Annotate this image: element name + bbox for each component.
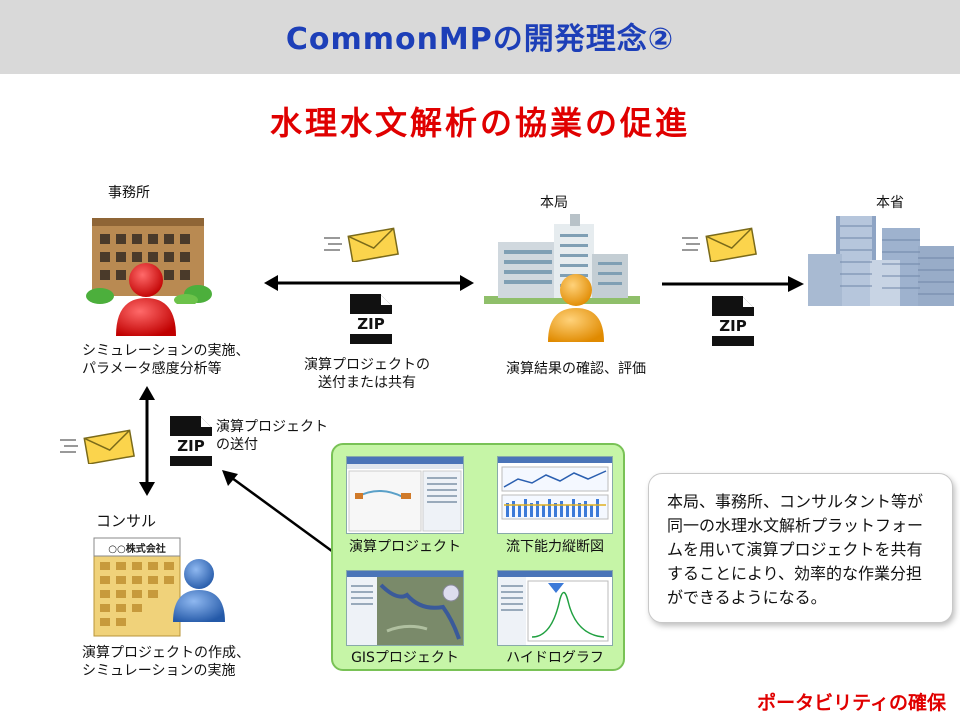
screenshot-flow-capacity xyxy=(497,456,613,534)
page-subtitle: 水理水文解析の協業の促進 xyxy=(269,104,690,142)
screenshot-label-flow-capacity: 流下能力縦断図 xyxy=(506,539,604,555)
callout-line-1: 本局、事務所、コンサルタント等が xyxy=(667,492,924,511)
zip-file-icon xyxy=(348,294,394,344)
exchange-center-line2: 送付または共有 xyxy=(318,375,416,391)
screenshot-label-hydrograph: ハイドログラフ xyxy=(506,650,604,666)
double-arrow-horizontal xyxy=(264,275,474,291)
company-sign: ○○株式会社 xyxy=(108,544,166,555)
consultant-building-icon xyxy=(93,537,181,637)
flow-capacity-thumbnail xyxy=(498,457,612,520)
jimusho-desc-line2: パラメータ感度分析等 xyxy=(82,361,222,377)
zip-file-icon xyxy=(168,416,214,466)
exchange-center-line1: 演算プロジェクトの xyxy=(304,357,430,373)
honkyoku-desc: 演算結果の確認、評価 xyxy=(506,361,646,377)
screenshot-hydrograph xyxy=(497,570,613,646)
zip-label: ZIP xyxy=(177,437,205,455)
ministry-buildings-icon xyxy=(808,216,954,306)
person-blue-icon xyxy=(173,559,225,622)
zip-label: ZIP xyxy=(357,315,385,333)
mail-envelope-icon xyxy=(682,227,757,262)
page-title: CommonMPの開発理念② xyxy=(285,22,675,57)
calc-project-thumbnail xyxy=(347,457,463,532)
double-arrow-vertical xyxy=(139,386,155,496)
honkyoku-label: 本局 xyxy=(540,195,568,211)
jimusho-label: 事務所 xyxy=(108,185,150,201)
exchange-left-line2: の送付 xyxy=(216,437,258,453)
arrow-diagonal xyxy=(222,470,337,556)
office-building-icon xyxy=(86,218,212,304)
callout-box: 本局、事務所、コンサルタント等が 同一の水理水文解析プラットフォー ムを用いて演… xyxy=(648,473,953,623)
title-bar xyxy=(0,0,960,74)
mail-envelope-icon xyxy=(60,429,135,464)
callout-line-5: ができるようになる。 xyxy=(667,588,827,607)
hydrograph-thumbnail xyxy=(498,571,612,645)
callout-line-4: することにより、効率的な作業分担 xyxy=(667,564,923,583)
screenshot-gis-project xyxy=(346,570,464,646)
screenshot-label-calc-project: 演算プロジェクト xyxy=(349,539,461,555)
honsho-label: 本省 xyxy=(876,195,904,211)
footer-note: ポータビリティの確保 xyxy=(757,692,946,714)
consultant-label: コンサル xyxy=(96,512,157,530)
zip-label: ZIP xyxy=(719,317,747,335)
gis-project-thumbnail xyxy=(347,571,463,645)
jimusho-desc-line1: シミュレーションの実施、 xyxy=(82,343,250,359)
consultant-desc-line2: シミュレーションの実施 xyxy=(82,663,236,679)
bureau-building-icon xyxy=(484,214,640,304)
zip-file-icon xyxy=(710,296,756,346)
arrow-right xyxy=(662,276,804,292)
screenshot-calc-project xyxy=(346,456,464,534)
mail-envelope-icon xyxy=(324,227,399,262)
person-orange-icon xyxy=(548,274,604,342)
callout-line-3: ムを用いて演算プロジェクトを共有 xyxy=(667,540,923,559)
callout-line-2: 同一の水理水文解析プラットフォー xyxy=(667,516,924,535)
exchange-left-line1: 演算プロジェクト xyxy=(216,419,328,435)
screenshot-label-gis-project: GISプロジェクト xyxy=(351,650,459,666)
consultant-desc-line1: 演算プロジェクトの作成、 xyxy=(82,645,250,661)
person-red-icon xyxy=(116,263,176,336)
